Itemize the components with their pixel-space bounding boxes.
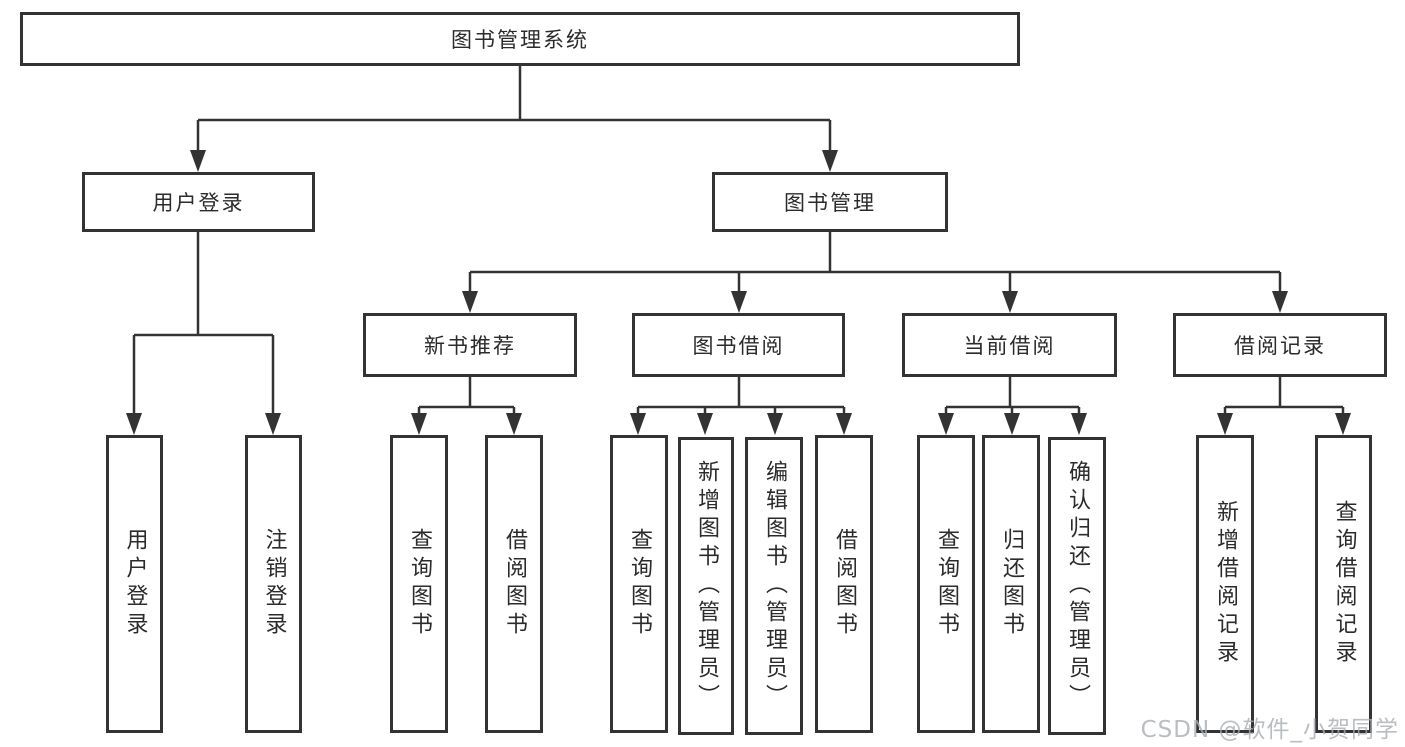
arrowheads bbox=[126, 150, 1351, 435]
leaf-user-login-label: 用户登录 bbox=[122, 528, 148, 640]
node-borrow-records: 借阅记录 bbox=[1173, 313, 1387, 377]
edge-root-split bbox=[196, 65, 832, 152]
node-book-management: 图书管理 bbox=[712, 172, 948, 232]
leaf-edit-books-admin: 编辑图书（管理员） bbox=[745, 437, 803, 735]
node-current-borrow: 当前借阅 bbox=[902, 313, 1117, 377]
node-library-system: 图书管理系统 bbox=[20, 12, 1020, 66]
leaf-borrow-books-recommend-label: 借阅图书 bbox=[502, 528, 527, 640]
node-user-login: 用户登录 bbox=[82, 172, 315, 232]
node-new-book-recommend: 新书推荐 bbox=[363, 313, 577, 377]
leaf-query-books-recommend-label: 查询图书 bbox=[407, 528, 432, 640]
edge-new-book-split bbox=[417, 377, 516, 415]
leaf-query-borrow-record: 查询借阅记录 bbox=[1315, 435, 1372, 733]
leaf-query-books-borrow-label: 查询图书 bbox=[627, 528, 652, 640]
leaf-borrow-books-label: 借阅图书 bbox=[832, 528, 857, 640]
leaf-return-books: 归还图书 bbox=[982, 435, 1040, 733]
leaf-add-borrow-record-label: 新增借阅记录 bbox=[1213, 500, 1238, 668]
leaf-logout: 注销登录 bbox=[245, 435, 302, 733]
leaf-add-borrow-record: 新增借阅记录 bbox=[1196, 435, 1254, 733]
leaf-return-books-label: 归还图书 bbox=[999, 528, 1024, 640]
edge-book-mgmt-split bbox=[468, 232, 1282, 293]
leaf-query-books-current: 查询图书 bbox=[917, 435, 975, 733]
leaf-query-books-current-label: 查询图书 bbox=[934, 528, 959, 640]
leaf-user-login: 用户登录 bbox=[106, 435, 163, 733]
edge-user-login-split bbox=[132, 232, 275, 415]
leaf-add-books-admin-label: 新增图书（管理员） bbox=[694, 460, 719, 712]
leaf-query-books-borrow: 查询图书 bbox=[610, 435, 668, 733]
node-book-borrow: 图书借阅 bbox=[632, 313, 845, 377]
leaf-borrow-books: 借阅图书 bbox=[815, 435, 873, 733]
leaf-query-books-recommend: 查询图书 bbox=[390, 435, 448, 733]
csdn-watermark: CSDN @软件_小贺同学 bbox=[1140, 717, 1399, 743]
leaf-add-books-admin: 新增图书（管理员） bbox=[678, 437, 734, 735]
leaf-query-borrow-record-label: 查询借阅记录 bbox=[1331, 500, 1357, 668]
edge-borrow-records-split bbox=[1223, 377, 1345, 415]
edge-book-borrow-split bbox=[636, 377, 846, 415]
leaf-edit-books-admin-label: 编辑图书（管理员） bbox=[762, 460, 787, 712]
leaf-logout-label: 注销登录 bbox=[261, 528, 287, 640]
leaf-confirm-return-admin-label: 确认归还（管理员） bbox=[1065, 460, 1090, 712]
leaf-borrow-books-recommend: 借阅图书 bbox=[485, 435, 543, 733]
leaf-confirm-return-admin: 确认归还（管理员） bbox=[1048, 437, 1106, 735]
edge-current-borrow-split bbox=[944, 377, 1081, 415]
